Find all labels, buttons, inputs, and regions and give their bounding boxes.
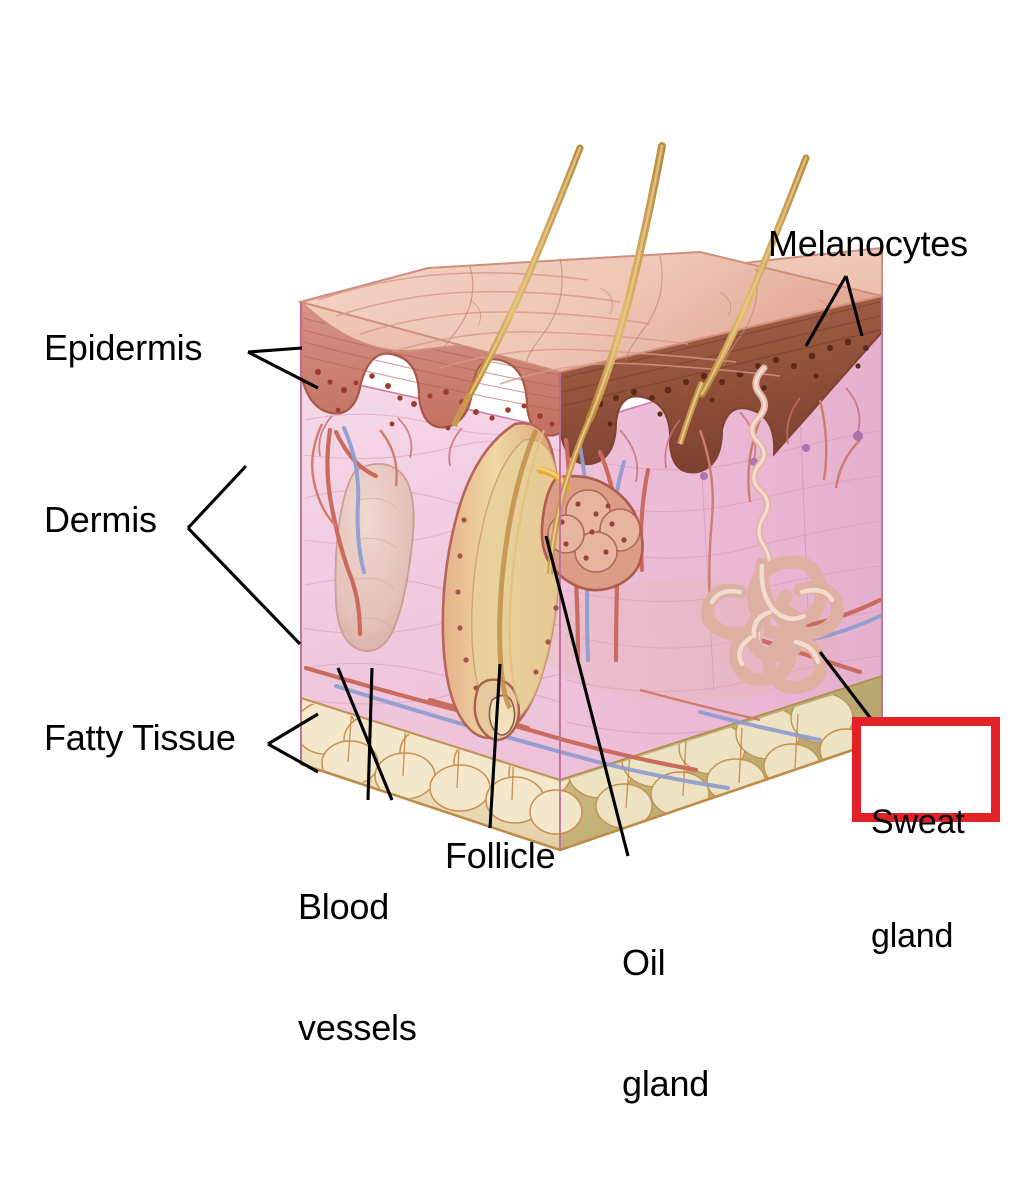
label-sweat-gland: Sweat gland — [871, 727, 965, 1032]
hair-shaft-group — [466, 142, 810, 422]
label-sweat-gland-line1: Sweat — [871, 803, 965, 842]
sweat-gland-highlight-box — [852, 717, 1000, 822]
skin-surface — [297, 246, 883, 385]
label-sweat-gland-line2: gland — [871, 917, 954, 956]
melanocyte-cells — [596, 338, 869, 427]
capillary-loop-dots — [700, 431, 863, 480]
leader-lines — [186, 275, 880, 857]
label-oil-gland: Oil gland — [622, 862, 709, 1185]
label-fatty-tissue: Fatty Tissue — [44, 717, 236, 758]
label-oil-gland-line2: gland — [622, 1062, 710, 1104]
skin-anatomy-figure: Epidermis Dermis Fatty Tissue Melanocyte… — [44, 142, 1000, 1104]
skin-cross-section-illustration — [186, 142, 883, 857]
label-follicle: Follicle — [445, 835, 556, 876]
blood-vessel-artery-thin — [311, 399, 861, 722]
label-blood-vessels: Blood vessels — [298, 806, 417, 1129]
sebaceous-gland — [536, 466, 644, 592]
sweat-gland — [701, 364, 845, 694]
hair-follicle — [441, 421, 563, 742]
label-blood-vessels-line1: Blood — [298, 885, 390, 927]
label-epidermis: Epidermis — [44, 327, 203, 368]
label-blood-vessels-line2: vessels — [298, 1006, 417, 1048]
label-dermis: Dermis — [44, 499, 157, 540]
label-melanocytes: Melanocytes — [768, 223, 968, 264]
label-oil-gland-line1: Oil — [622, 941, 666, 983]
